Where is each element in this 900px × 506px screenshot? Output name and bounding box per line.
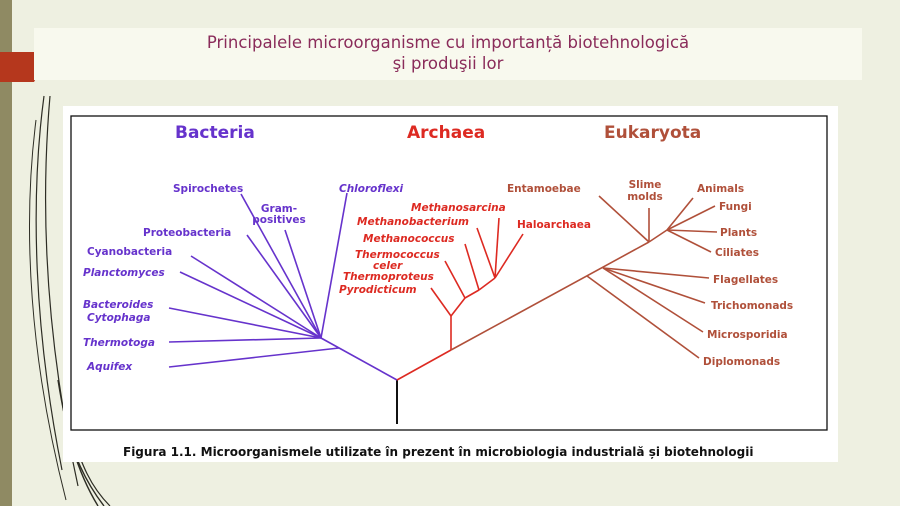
taxon-label: Proteobacteria [143, 227, 231, 239]
taxon-label: Thermotoga [83, 337, 155, 349]
phylogenetic-tree-figure: Bacteria Archaea Eukaryota Spirochetes G… [63, 106, 838, 462]
taxon-label: Ciliates [715, 247, 759, 259]
taxon-label: Cyanobacteria [87, 246, 172, 258]
taxon-label: Haloarchaea [517, 219, 591, 231]
taxon-label: Flagellates [713, 274, 778, 286]
taxon-label: Entamoebae [507, 183, 581, 195]
taxon-label: Trichomonads [711, 300, 793, 312]
figure-caption-label: Figura 1.1. [123, 445, 196, 459]
taxon-label: Thermococcus [355, 249, 440, 261]
taxon-label: Plants [720, 227, 757, 239]
taxon-label: Cytophaga [87, 312, 150, 324]
taxon-label: molds [627, 191, 663, 203]
domain-label-bacteria: Bacteria [175, 123, 255, 143]
taxon-label: Planctomyces [83, 267, 165, 279]
taxon-label: Diplomonads [703, 356, 780, 368]
slide-title: Principalele microorganisme cu importanț… [34, 28, 862, 80]
figure-caption: Figura 1.1. Microorganismele utilizate î… [123, 445, 753, 459]
slide-title-line-1: Principalele microorganisme cu importanț… [206, 33, 690, 52]
taxon-label: Methanosarcina [411, 202, 506, 214]
taxon-label: Gram- [261, 203, 297, 215]
taxon-label: Methanococcus [363, 233, 454, 245]
bacteria-branches [168, 192, 398, 381]
orange-title-tab [0, 52, 50, 82]
slide-title-line-2: şi produşii lor [392, 54, 504, 73]
taxon-label: Aquifex [86, 361, 133, 373]
taxon-label: Slime [629, 179, 662, 191]
taxon-label: Methanobacterium [357, 216, 469, 228]
taxon-label: Bacteroides [83, 299, 153, 311]
taxon-label: Spirochetes [173, 183, 243, 195]
left-accent-stripe [0, 0, 12, 506]
figure-caption-text: Microorganismele utilizate în prezent în… [196, 445, 753, 459]
taxon-label: Thermoproteus [343, 271, 434, 283]
taxon-label: Microsporidia [707, 329, 788, 341]
taxon-label: Fungi [719, 201, 752, 213]
domain-label-eukaryota: Eukaryota [604, 123, 701, 143]
taxon-label: Pyrodicticum [339, 284, 417, 296]
figure-frame [70, 115, 828, 431]
taxon-label: celer [373, 260, 403, 272]
eukaryota-branches [450, 195, 718, 359]
taxon-label: Chloroflexi [339, 183, 404, 195]
taxon-label: Animals [697, 183, 744, 195]
taxon-label: positives [252, 214, 305, 226]
domain-label-archaea: Archaea [407, 123, 485, 143]
phylogenetic-tree-svg: Bacteria Archaea Eukaryota Spirochetes G… [70, 115, 828, 459]
archaea-branches [396, 217, 524, 381]
